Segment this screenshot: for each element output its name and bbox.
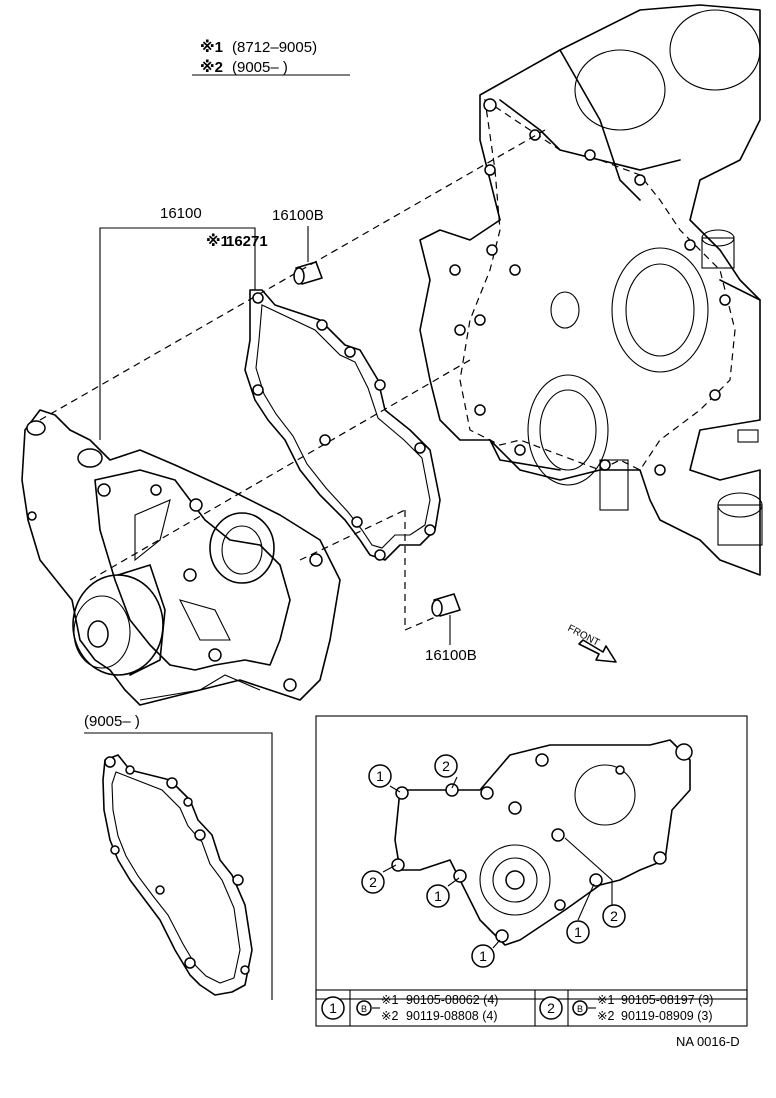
applicability-legend: ※1 (8712–9005) ※2 (9005– ) [192,38,350,76]
part-16100b-lower-label: 16100B [425,647,477,664]
svg-text:1: 1 [376,768,384,784]
bolt-group-2-number: 2 [547,1000,555,1016]
front-direction-arrow: FRONT [566,623,617,663]
callout-2-b: 2 [361,870,385,894]
pin-lower [431,593,461,617]
part-16100b-label: 16100B [272,207,324,224]
callout-1-d: 1 [566,920,590,944]
figure-code: NA 0016-D [676,1034,740,1049]
bolt-group-2-b: B [577,1004,583,1014]
bolt-group-1: 1 B ※1 90105-08062 (4) ※2 90119-08808 (4… [321,993,498,1023]
callout-2-c: 2 [602,904,626,928]
bolt-group-2-line1-mark: ※1 [597,993,614,1007]
gasket-16271-illustration [244,289,441,561]
bolt-group-2-line2-part: 90119-08909 (3) [621,1009,713,1023]
inset-bolt-panel: 1 2 2 1 1 1 2 [315,715,748,1000]
assembly-guide-lines [39,129,546,631]
bolt-group-1-line1-mark: ※1 [381,993,398,1007]
svg-text:2: 2 [442,758,450,774]
inset-left-range: (9005– ) [84,713,140,730]
legend-row2-range: (9005– ) [232,59,288,76]
front-label: FRONT [566,623,602,649]
part-16271-label: 16271 [226,233,268,250]
bolt-table: 1 B ※1 90105-08062 (4) ※2 90119-08808 (4… [315,989,748,1027]
callout-1-b: 1 [426,884,450,908]
bolt-group-1-b: B [361,1004,367,1014]
inset-gasket-panel: (9005– ) [84,713,273,1000]
bolt-group-1-number: 1 [329,1000,337,1016]
pin-upper [293,261,323,285]
bolt-group-1-line2-part: 90119-08808 (4) [406,1009,498,1023]
callout-1-c: 1 [471,944,495,968]
legend-row1-mark: ※1 [200,38,223,56]
water-pump-illustration [21,409,341,706]
bolt-group-2-line1-part: 90105-08197 (3) [621,993,713,1007]
bolt-group-1-line2-mark: ※2 [381,1009,398,1023]
bolt-group-2-line2-mark: ※2 [597,1009,614,1023]
legend-row2-mark: ※2 [200,58,223,76]
svg-text:1: 1 [434,888,442,904]
bolt-group-2: 2 B ※1 90105-08197 (3) ※2 90119-08909 (3… [539,993,713,1023]
legend-row1-range: (8712–9005) [232,39,317,56]
svg-text:2: 2 [610,908,618,924]
part-16100-label: 16100 [160,205,202,222]
callout-2-a: 2 [434,754,458,778]
callout-1-a: 1 [368,764,392,788]
part-callouts: 16100 16100B ※1 16271 16100B [99,205,477,664]
svg-text:1: 1 [574,924,582,940]
svg-text:1: 1 [479,948,487,964]
bolt-group-1-line1-part: 90105-08062 (4) [406,993,498,1007]
svg-text:2: 2 [369,874,377,890]
engine-block-illustration [419,4,763,576]
gasket-mark-label: ※1 [206,232,229,250]
